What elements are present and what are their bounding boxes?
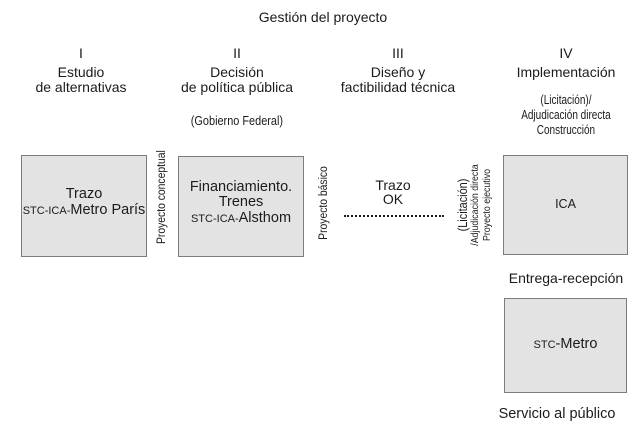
column-subtitle-line: (Licitación)/ bbox=[540, 93, 592, 107]
column-name-line: de política pública bbox=[180, 79, 294, 95]
column-numeral: I bbox=[79, 45, 83, 61]
column-numeral: III bbox=[392, 45, 404, 61]
column-subtitle-line: Adjudicación directa bbox=[521, 108, 611, 122]
column-header-i: I Estudio de alternativas bbox=[0, 45, 166, 95]
box-text-line: STC-ICA-Alsthom bbox=[190, 209, 292, 228]
column-subtitle-line: Construcción bbox=[536, 123, 596, 137]
column-header-iv: IV Implementación (Licitación)/ Adjudica… bbox=[481, 45, 640, 139]
column-header-ii: II Decisión de política pública (Gobiern… bbox=[152, 45, 322, 130]
trazo-ok-line: Trazo bbox=[375, 177, 411, 193]
column-name-line: de alternativas bbox=[35, 79, 127, 95]
box-text-rest: -Metro bbox=[555, 336, 598, 353]
column-name-line: factibilidad técnica bbox=[340, 79, 456, 95]
column-subtitle-line: (Gobierno Federal) bbox=[190, 113, 284, 128]
dotted-line bbox=[344, 215, 444, 217]
servicio-al-publico-label: Servicio al público bbox=[498, 406, 616, 422]
box-text-rest: Alsthom bbox=[238, 209, 292, 226]
column-name-line: Decisión bbox=[210, 64, 264, 80]
rotated-label-line: /Adjudicación directa bbox=[469, 164, 481, 246]
box-text-line: Trazo bbox=[65, 186, 103, 202]
rotated-label-proyecto-basico: Proyecto básico bbox=[318, 166, 330, 240]
column-subtitle: (Gobierno Federal) bbox=[152, 112, 322, 130]
entrega-recepcion-label: Entrega-recepción bbox=[508, 270, 624, 286]
column-subtitle-block: (Licitación)/ Adjudicación directa Const… bbox=[521, 93, 611, 138]
box-text-rest: Metro París bbox=[70, 201, 146, 218]
box-text-smallcaps: STC-ICA- bbox=[22, 204, 71, 217]
column-name-line: Implementación bbox=[516, 64, 616, 80]
column-name-line: Estudio bbox=[57, 64, 105, 80]
diagram-title: Gestión del proyecto bbox=[258, 9, 388, 25]
trazo-ok-label: Trazo OK bbox=[333, 178, 453, 206]
box-financiamiento-trenes: Financiamiento. Trenes STC-ICA-Alsthom bbox=[178, 156, 304, 257]
rotated-label-line: (Licitación) bbox=[455, 178, 470, 232]
box-text-line: STC-Metro bbox=[534, 337, 598, 354]
box-stc-metro: STC-Metro bbox=[504, 298, 627, 393]
box-text-line: Trenes bbox=[218, 194, 264, 211]
rotated-label-line: Proyecto ejecutivo bbox=[480, 168, 493, 242]
box-text-smallcaps: STC-ICA- bbox=[190, 212, 239, 225]
box-text-smallcaps: STC bbox=[533, 339, 556, 352]
column-numeral: IV bbox=[559, 45, 573, 61]
box-text-line: STC-ICA-Metro París bbox=[22, 201, 146, 220]
box-trazo-metro-paris: Trazo STC-ICA-Metro París bbox=[21, 155, 147, 257]
column-name-line: Diseño y bbox=[370, 64, 426, 80]
column-header-iii: III Diseño y factibilidad técnica bbox=[313, 45, 483, 95]
column-subtitle: (Licitación)/ Adjudicación directa Const… bbox=[481, 93, 640, 139]
column-numeral: II bbox=[233, 45, 241, 61]
box-text-line: Financiamiento. bbox=[189, 178, 293, 195]
trazo-ok-line: OK bbox=[382, 191, 404, 207]
rotated-label-licitacion-adjudicacion: (Licitación) /Adjudicación directa Proye… bbox=[455, 159, 493, 251]
rotated-label-proyecto-conceptual: Proyecto conceptual bbox=[156, 150, 168, 244]
box-text-line: ICA bbox=[555, 197, 576, 212]
box-ica: ICA bbox=[503, 155, 628, 255]
